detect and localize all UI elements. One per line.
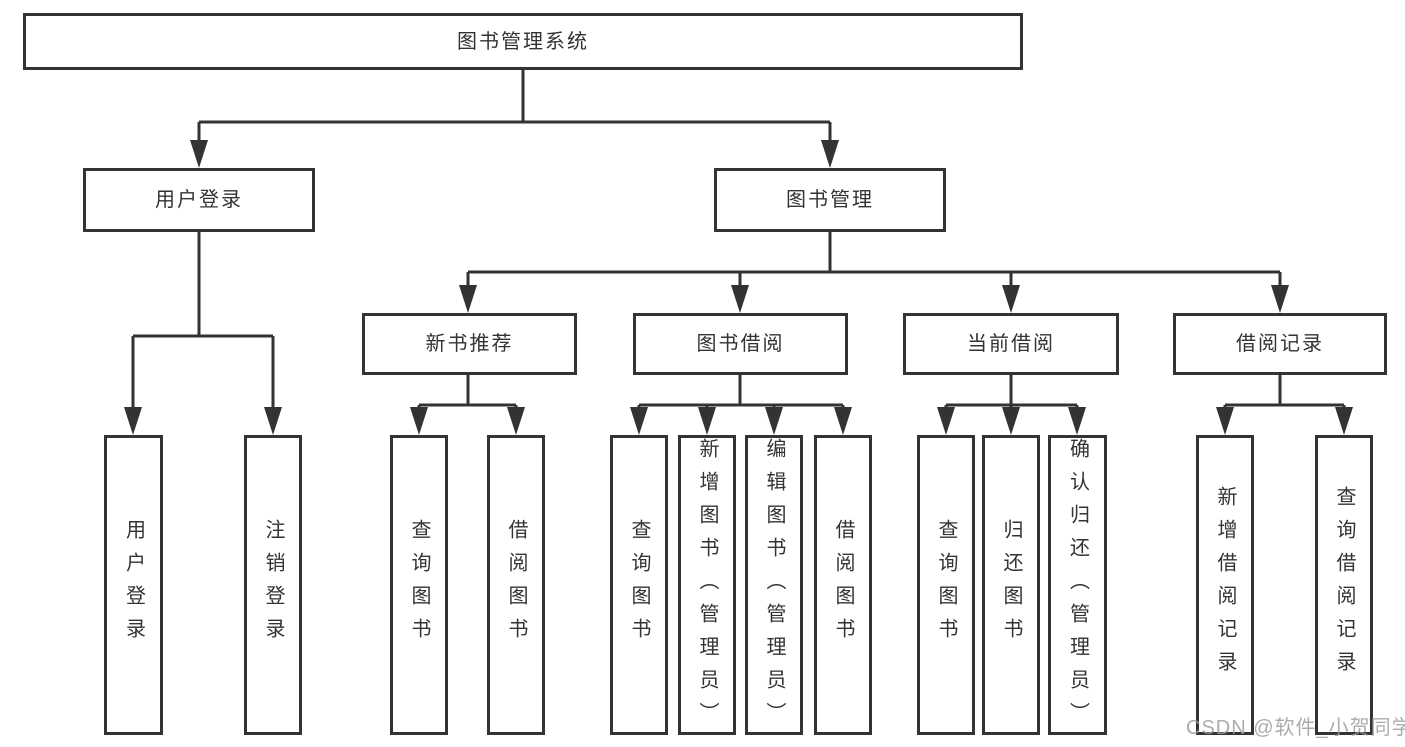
node-label: 借阅记录 bbox=[1236, 333, 1324, 355]
leaf-add-borrow-record: 新增借阅记录 bbox=[1196, 435, 1254, 735]
node-book-borrow: 图书借阅 bbox=[633, 313, 848, 375]
node-borrow-records: 借阅记录 bbox=[1173, 313, 1387, 375]
node-label: 查询图书 bbox=[935, 519, 957, 651]
node-book-management: 图书管理 bbox=[714, 168, 946, 232]
leaf-logout: 注销登录 bbox=[244, 435, 302, 735]
leaf-query-books-borrow: 查询图书 bbox=[610, 435, 668, 735]
leaf-query-books-current: 查询图书 bbox=[917, 435, 975, 735]
connector-root-branch bbox=[190, 70, 839, 168]
connector-new-book-branch bbox=[410, 375, 525, 435]
connector-current-borrow-branch bbox=[937, 375, 1086, 435]
node-label: 归还图书 bbox=[1000, 519, 1022, 651]
node-label: 用户登录 bbox=[155, 189, 243, 211]
leaf-user-login: 用户登录 bbox=[104, 435, 163, 735]
node-user-login: 用户登录 bbox=[83, 168, 315, 232]
leaf-query-borrow-record: 查询借阅记录 bbox=[1315, 435, 1373, 735]
csdn-watermark: CSDN @软件_小贺同学 bbox=[1186, 717, 1405, 739]
leaf-borrow-books-recommend: 借阅图书 bbox=[487, 435, 545, 735]
leaf-add-book-admin: 新增图书（管理员） bbox=[678, 435, 736, 735]
node-label: 新书推荐 bbox=[425, 333, 514, 355]
node-label: 图书管理 bbox=[786, 189, 874, 211]
node-label: 编辑图书（管理员） bbox=[763, 438, 785, 735]
node-label: 图书管理系统 bbox=[457, 30, 589, 53]
node-label: 查询借阅记录 bbox=[1333, 486, 1355, 684]
node-label: 新增借阅记录 bbox=[1214, 486, 1236, 684]
connector-borrow-records-branch bbox=[1216, 375, 1353, 435]
leaf-borrow-books: 借阅图书 bbox=[814, 435, 872, 735]
node-label: 新增图书（管理员） bbox=[696, 438, 718, 735]
node-label: 借阅图书 bbox=[505, 519, 527, 651]
node-label: 图书借阅 bbox=[696, 333, 785, 355]
leaf-query-books-recommend: 查询图书 bbox=[390, 435, 448, 735]
node-label: 查询图书 bbox=[628, 519, 650, 651]
leaf-edit-book-admin: 编辑图书（管理员） bbox=[745, 435, 803, 735]
node-library-management-system: 图书管理系统 bbox=[23, 13, 1023, 70]
node-label: 注销登录 bbox=[262, 519, 284, 651]
node-new-book-recommend: 新书推荐 bbox=[362, 313, 577, 375]
node-label: 确认归还（管理员） bbox=[1066, 438, 1089, 735]
leaf-return-book: 归还图书 bbox=[982, 435, 1040, 735]
connector-user-login-branch bbox=[124, 232, 282, 435]
connector-book-management-branch bbox=[459, 232, 1289, 313]
node-current-borrow: 当前借阅 bbox=[903, 313, 1119, 375]
node-label: 借阅图书 bbox=[832, 519, 854, 651]
leaf-confirm-return-admin: 确认归还（管理员） bbox=[1048, 435, 1107, 735]
connector-book-borrow-branch bbox=[630, 375, 852, 435]
node-label: 当前借阅 bbox=[967, 333, 1055, 355]
node-label: 查询图书 bbox=[408, 519, 430, 651]
node-label: 用户登录 bbox=[122, 519, 145, 651]
